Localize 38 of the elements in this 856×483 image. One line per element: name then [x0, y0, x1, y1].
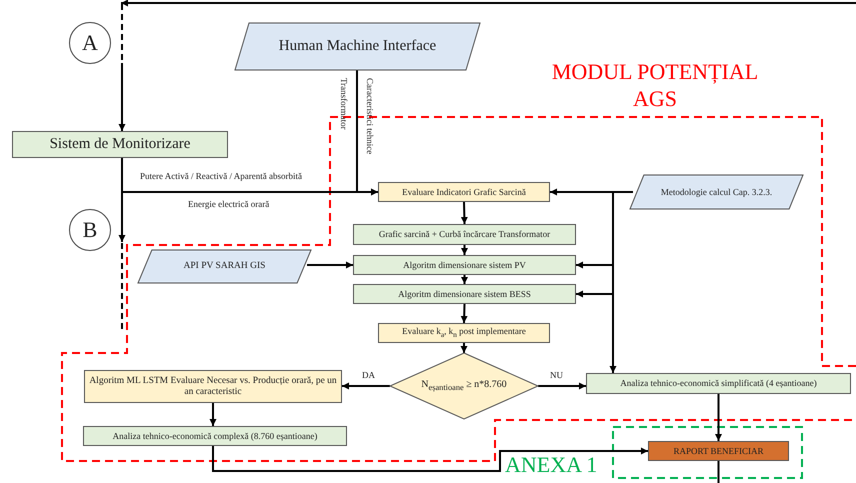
group-heading: MODUL POTENȚIAL AGS	[550, 58, 760, 112]
connector-arrow	[460, 202, 468, 224]
connector-arrow	[460, 304, 468, 324]
process-box: Analiza tehnico-economică complexă (8.760 eșantioane)	[83, 426, 347, 446]
connector-arrow	[212, 446, 648, 472]
connector-arrow	[461, 275, 468, 284]
process-box: Analiza tehnico-economică simplificată (4 eșantioane)	[586, 373, 851, 394]
input-parallelogram: Metodologie calcul Cap. 3.2.3.	[630, 175, 803, 209]
connector-arrow	[538, 382, 586, 390]
group-heading: ANEXA 1	[505, 453, 598, 478]
decision-diamond: N$_{eșantioane}$ ≥ n*8.760	[390, 353, 538, 419]
process-box: Algoritm dimensionare sistem PV	[353, 255, 576, 275]
process-box: RAPORT BENEFICIAR	[648, 441, 789, 461]
connector-arrow	[356, 70, 378, 196]
process-box: Evaluare Indicatori Grafic Sarcină	[378, 182, 550, 202]
connector-arrow	[118, 63, 126, 131]
edge-label: Putere Activă / Reactivă / Aparentă absorbită	[140, 172, 302, 182]
process-box: Algoritm ML LSTM Evaluare Necesar vs. Producție orară, pe un an caracteristic	[84, 370, 342, 403]
input-parallelogram: API PV SARAH GIS	[138, 250, 311, 283]
connector-circle: B	[69, 209, 111, 251]
flow-note: Energie electrică orară	[188, 200, 270, 210]
connector-arrow	[121, 0, 856, 6]
input-parallelogram: Human Machine Interface	[235, 23, 480, 70]
connector-arrow	[461, 245, 468, 255]
process-box: Evaluare k$_{a}$, k$_{n}$ post implementare	[378, 323, 550, 343]
process-box: Grafic sarcină + Curbă încărcare Transformator	[353, 224, 576, 245]
connector-arrow	[210, 403, 216, 426]
process-box: Algoritm dimensionare sistem BESS	[353, 284, 576, 304]
edge-label: NU	[550, 371, 563, 381]
connector-arrow	[610, 191, 633, 373]
connector-arrow	[715, 394, 722, 441]
edge-label: DA	[362, 371, 375, 381]
connector-circle: A	[69, 22, 111, 64]
process-box: Sistem de Monitorizare	[12, 131, 228, 158]
connector-arrow	[307, 262, 353, 268]
connector-arrow	[342, 382, 390, 390]
edge-label: Caracteristici tehnice Transformator	[338, 78, 376, 156]
connector-arrow	[460, 343, 468, 353]
